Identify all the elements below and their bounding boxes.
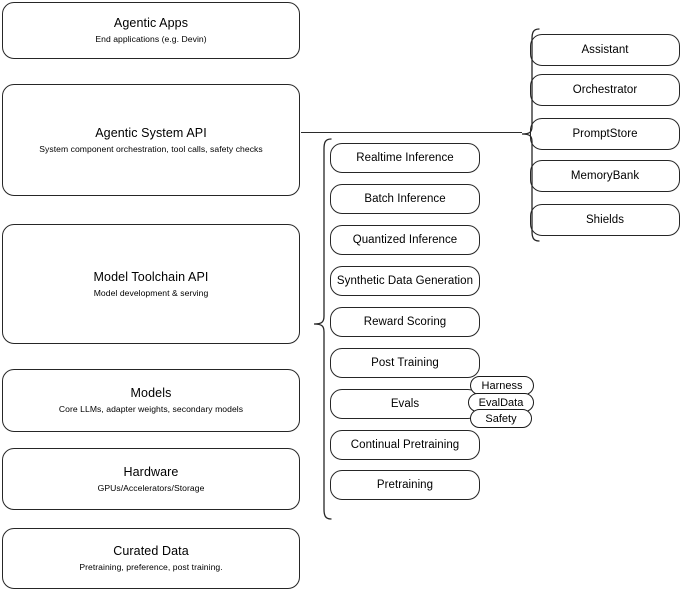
- stack-layer-title: Hardware: [123, 464, 179, 479]
- evals-subcomponent-label: EvalData: [478, 396, 524, 409]
- system-component-shields[interactable]: Shields: [530, 204, 680, 236]
- stack-layer-subtitle: GPUs/Accelerators/Storage: [97, 482, 205, 493]
- stack-layer-title: Models: [130, 386, 172, 400]
- system-component-label: Orchestrator: [572, 84, 638, 96]
- capability-label: Post Training: [371, 357, 439, 369]
- stack-layer-hardware[interactable]: Hardware GPUs/Accelerators/Storage: [2, 448, 300, 510]
- capability-quantized-inference[interactable]: Quantized Inference: [330, 225, 480, 255]
- toolchain-capabilities-brace: [310, 138, 332, 520]
- stack-layer-agentic-system-api[interactable]: Agentic System API System component orch…: [2, 84, 300, 196]
- capability-synthetic-data-generation[interactable]: Synthetic Data Generation: [330, 266, 480, 296]
- system-component-label: PromptStore: [572, 128, 638, 140]
- capability-post-training[interactable]: Post Training: [330, 348, 480, 378]
- capability-evals[interactable]: Evals: [330, 389, 480, 419]
- system-component-label: Shields: [585, 214, 625, 226]
- system-component-orchestrator[interactable]: Orchestrator: [530, 74, 680, 106]
- stack-layer-agentic-apps[interactable]: Agentic Apps End applications (e.g. Devi…: [2, 2, 300, 59]
- stack-layer-subtitle: Pretraining, preference, post training.: [79, 562, 223, 572]
- stack-layer-title: Curated Data: [113, 544, 189, 558]
- capability-label: Synthetic Data Generation: [336, 275, 474, 287]
- capability-label: Reward Scoring: [363, 316, 447, 328]
- stack-layer-subtitle: End applications (e.g. Devin): [95, 34, 207, 44]
- capability-label: Quantized Inference: [352, 234, 458, 246]
- stack-layer-title: Model Toolchain API: [93, 269, 209, 284]
- capability-batch-inference[interactable]: Batch Inference: [330, 184, 480, 214]
- system-component-promptstore[interactable]: PromptStore: [530, 118, 680, 150]
- system-component-memorybank[interactable]: MemoryBank: [530, 160, 680, 192]
- stack-layer-models[interactable]: Models Core LLMs, adapter weights, secon…: [2, 369, 300, 432]
- stack-layer-curated-data[interactable]: Curated Data Pretraining, preference, po…: [2, 528, 300, 589]
- system-component-label: Assistant: [581, 44, 629, 56]
- stack-layer-subtitle: System component orchestration, tool cal…: [39, 143, 263, 154]
- capability-label: Pretraining: [376, 479, 434, 491]
- stack-layer-title: Agentic System API: [95, 125, 207, 140]
- stack-layer-subtitle: Model development & serving: [93, 287, 209, 298]
- stack-layer-model-toolchain-api[interactable]: Model Toolchain API Model development & …: [2, 224, 300, 344]
- capability-realtime-inference[interactable]: Realtime Inference: [330, 143, 480, 173]
- capability-label: Realtime Inference: [356, 152, 454, 164]
- evals-subcomponent-label: Harness: [481, 379, 523, 392]
- capability-continual-pretraining[interactable]: Continual Pretraining: [330, 430, 480, 460]
- stack-layer-subtitle: Core LLMs, adapter weights, secondary mo…: [58, 404, 244, 414]
- evals-subcomponent-label: Safety: [485, 412, 517, 425]
- capability-label: Evals: [390, 398, 420, 410]
- capability-label: Batch Inference: [364, 193, 446, 205]
- system-component-label: MemoryBank: [570, 170, 640, 182]
- capability-label: Continual Pretraining: [350, 439, 460, 451]
- system-component-assistant[interactable]: Assistant: [530, 34, 680, 66]
- connector-system-api-to-components: [301, 132, 522, 134]
- capability-reward-scoring[interactable]: Reward Scoring: [330, 307, 480, 337]
- stack-layer-title: Agentic Apps: [113, 16, 189, 30]
- evals-subcomponent-evaldata[interactable]: EvalData: [468, 393, 534, 412]
- evals-subcomponent-safety[interactable]: Safety: [470, 409, 532, 428]
- capability-pretraining[interactable]: Pretraining: [330, 470, 480, 500]
